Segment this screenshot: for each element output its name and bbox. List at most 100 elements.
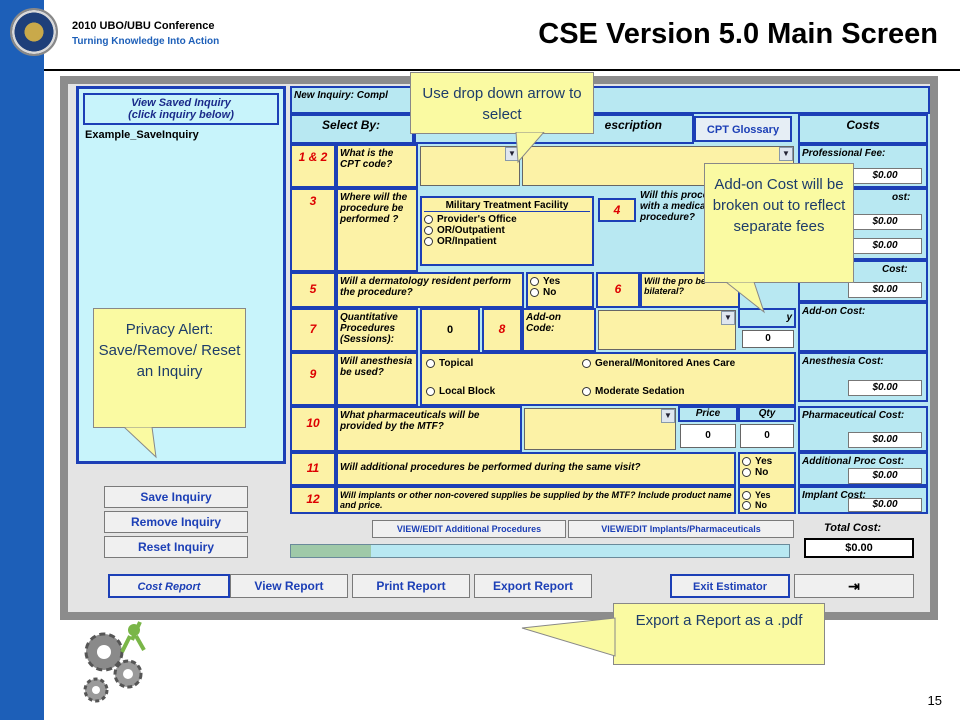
cost-value-2a: $0.00 bbox=[848, 214, 922, 230]
row-number-3: 3 bbox=[290, 188, 336, 272]
radio-no[interactable]: No bbox=[742, 500, 792, 510]
pharmaceuticals-label: What pharmaceuticals will be provided by… bbox=[336, 406, 522, 452]
callout-export: Export a Report as a .pdf bbox=[613, 603, 825, 665]
addon-code-dropdown[interactable]: ▼ bbox=[598, 310, 736, 350]
row-number-11: 11 bbox=[290, 452, 336, 486]
pharmaceutical-dropdown[interactable]: ▼ bbox=[524, 408, 676, 450]
export-report-button[interactable]: Export Report bbox=[474, 574, 592, 598]
procedure-location-label: Where will the procedure be performed ? bbox=[336, 188, 418, 272]
chevron-down-icon[interactable]: ▼ bbox=[721, 311, 735, 325]
addon-cost-cell: Add-on Cost: bbox=[798, 302, 928, 352]
price-input[interactable]: 0 bbox=[680, 424, 736, 448]
quantitative-label: Quantitative Procedures (Sessions): bbox=[336, 308, 418, 352]
page-number: 15 bbox=[927, 693, 942, 708]
additional-yes-no: Yes No bbox=[738, 452, 796, 486]
anesthesia-cost-cell: Anesthesia Cost: $0.00 bbox=[798, 352, 928, 402]
callout-addon-pointer bbox=[725, 282, 766, 314]
reset-inquiry-button[interactable]: Reset Inquiry bbox=[104, 536, 248, 558]
view-implants-button[interactable]: VIEW/EDIT Implants/Pharmaceuticals bbox=[568, 520, 794, 538]
row-number-7: 7 bbox=[290, 308, 336, 352]
exit-estimator-button[interactable]: Exit Estimator bbox=[670, 574, 790, 598]
total-cost-label: Total Cost: bbox=[824, 522, 882, 534]
exit-door-icon[interactable]: ⇥ bbox=[794, 574, 914, 598]
radio-providers-office[interactable]: Provider's Office bbox=[424, 214, 590, 225]
radio-general-anes[interactable]: General/Monitored Anes Care bbox=[582, 358, 735, 369]
row-number-5: 5 bbox=[290, 272, 336, 308]
callout-dropdown: Use drop down arrow to select bbox=[410, 72, 594, 134]
chevron-down-icon[interactable]: ▼ bbox=[779, 147, 793, 161]
new-inquiry-label: New Inquiry: Compl bbox=[290, 86, 930, 114]
total-cost-value: $0.00 bbox=[804, 538, 914, 558]
callout-export-pointer bbox=[521, 617, 616, 657]
radio-topical[interactable]: Topical bbox=[426, 358, 473, 369]
cost-value-2b: $0.00 bbox=[848, 238, 922, 254]
mtf-title: Military Treatment Facility bbox=[424, 200, 590, 212]
professional-fee-value: $0.00 bbox=[848, 168, 922, 184]
callout-dropdown-pointer bbox=[515, 132, 545, 164]
cost-cell-3: Cost: $0.00 bbox=[798, 260, 928, 302]
print-report-button[interactable]: Print Report bbox=[352, 574, 470, 598]
cost-report-tab[interactable]: Cost Report bbox=[108, 574, 230, 598]
radio-or-outpatient[interactable]: OR/Outpatient bbox=[424, 225, 590, 236]
radio-yes[interactable]: Yes bbox=[530, 276, 590, 287]
turning-knowledge-logo bbox=[52, 612, 162, 712]
conference-title: 2010 UBO/UBU Conference bbox=[72, 20, 215, 32]
cpt-code-label: What is the CPT code? bbox=[336, 144, 418, 188]
select-by-label: Select By: bbox=[290, 114, 414, 144]
radio-yes[interactable]: Yes bbox=[742, 456, 792, 467]
row-number-9: 9 bbox=[290, 352, 336, 406]
qty-label: Qty bbox=[738, 406, 796, 422]
progress-fill bbox=[291, 545, 371, 557]
row-number-6: 6 bbox=[596, 272, 640, 308]
saved-inquiry-item[interactable]: Example_SaveInquiry bbox=[85, 129, 199, 141]
dod-seal-icon bbox=[10, 8, 58, 56]
addon-qty-label: y bbox=[738, 308, 796, 328]
title-rule bbox=[44, 69, 960, 71]
view-report-button[interactable]: View Report bbox=[230, 574, 348, 598]
pharmaceutical-cost-value: $0.00 bbox=[848, 432, 922, 448]
radio-no[interactable]: No bbox=[742, 467, 792, 478]
row-number-8: 8 bbox=[482, 308, 522, 352]
additional-procedures-label: Will additional procedures be performed … bbox=[336, 452, 736, 486]
anesthesia-label: Will anesthesia be used? bbox=[336, 352, 418, 406]
dermatology-resident-label: Will a dermatology resident perform the … bbox=[336, 272, 524, 308]
cpt-code-dropdown[interactable]: ▼ bbox=[420, 146, 520, 186]
qty-input[interactable]: 0 bbox=[740, 424, 794, 448]
additional-cost-value: $0.00 bbox=[848, 468, 922, 484]
mtf-options: Military Treatment Facility Provider's O… bbox=[420, 196, 594, 266]
row-number-4: 4 bbox=[598, 198, 636, 222]
pharmaceutical-cost-cell: Pharmaceutical Cost: $0.00 bbox=[798, 406, 928, 452]
radio-or-inpatient[interactable]: OR/Inpatient bbox=[424, 236, 590, 247]
gears-icon bbox=[83, 621, 146, 703]
chevron-down-icon[interactable]: ▼ bbox=[661, 409, 675, 423]
addon-qty-input[interactable]: 0 bbox=[742, 330, 794, 348]
implant-cost-value: $0.00 bbox=[848, 498, 922, 512]
implant-cost-cell: Implant Cost: $0.00 bbox=[798, 486, 928, 514]
progress-bar bbox=[290, 544, 790, 558]
cpt-glossary-button[interactable]: CPT Glossary bbox=[694, 116, 792, 142]
row-number-12: 12 bbox=[290, 486, 336, 514]
anesthesia-options: Topical General/Monitored Anes Care Loca… bbox=[420, 352, 796, 406]
radio-no[interactable]: No bbox=[530, 287, 590, 298]
anesthesia-cost-value: $0.00 bbox=[848, 380, 922, 396]
price-label: Price bbox=[678, 406, 738, 422]
callout-privacy: Privacy Alert: Save/Remove/ Reset an Inq… bbox=[93, 308, 246, 428]
callout-privacy-pointer bbox=[123, 427, 157, 459]
remove-inquiry-button[interactable]: Remove Inquiry bbox=[104, 511, 248, 533]
save-inquiry-button[interactable]: Save Inquiry bbox=[104, 486, 248, 508]
row-number-1-2: 1 & 2 bbox=[290, 144, 336, 188]
dermatology-yes-no: Yes No bbox=[526, 272, 594, 308]
side-bar bbox=[0, 0, 44, 720]
costs-header: Costs bbox=[798, 114, 928, 144]
radio-yes[interactable]: Yes bbox=[742, 490, 792, 500]
implants-yes-no: Yes No bbox=[738, 486, 796, 514]
addon-code-label: Add-on Code: bbox=[522, 308, 596, 352]
radio-moderate-sedation[interactable]: Moderate Sedation bbox=[582, 386, 684, 397]
additional-cost-cell: Additional Proc Cost: $0.00 bbox=[798, 452, 928, 486]
row-number-10: 10 bbox=[290, 406, 336, 452]
view-additional-procedures-button[interactable]: VIEW/EDIT Additional Procedures bbox=[372, 520, 566, 538]
conference-tagline: Turning Knowledge Into Action bbox=[72, 36, 220, 47]
radio-local-block[interactable]: Local Block bbox=[426, 386, 495, 397]
slide-title: CSE Version 5.0 Main Screen bbox=[538, 18, 938, 50]
sessions-value[interactable]: 0 bbox=[420, 308, 480, 352]
